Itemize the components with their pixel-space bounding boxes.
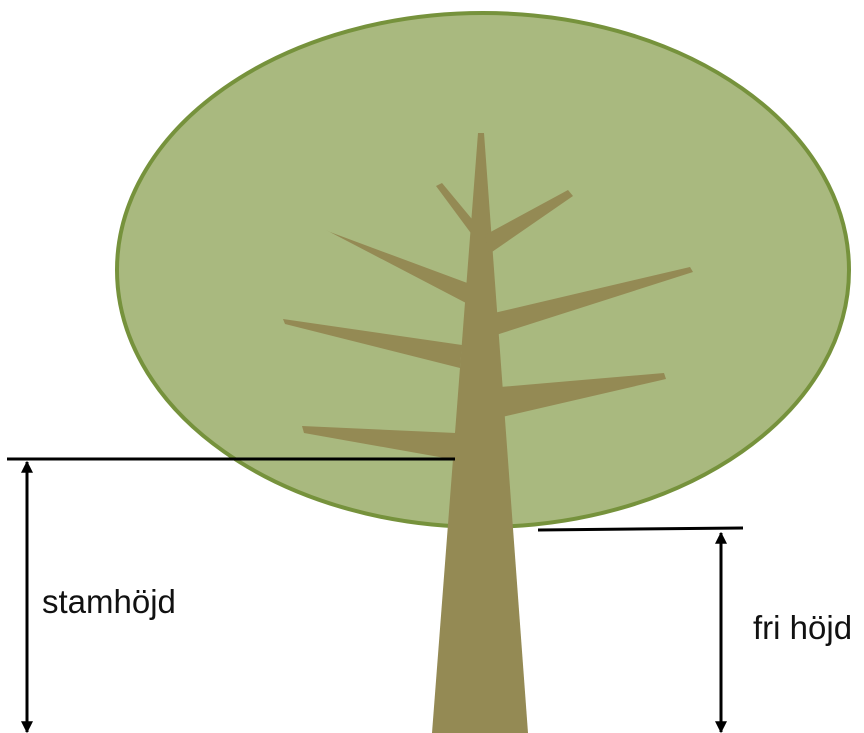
stem-height-label: stamhöjd <box>42 585 176 618</box>
clear-height-label: fri höjd <box>753 611 852 644</box>
clear-height-top-line <box>538 528 743 530</box>
